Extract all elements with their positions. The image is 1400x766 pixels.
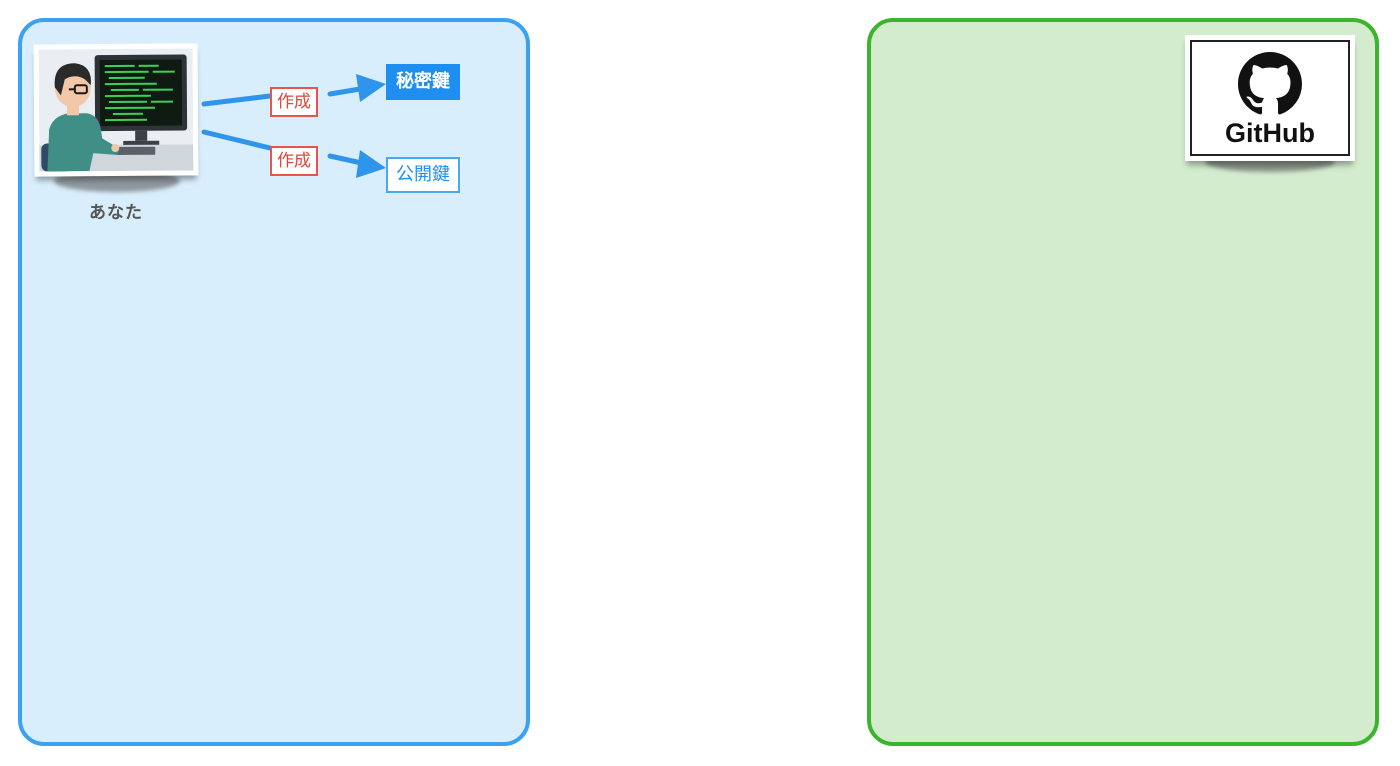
user-at-computer-illustration <box>33 43 199 177</box>
github-logo-card: GitHub <box>1185 35 1355 161</box>
public-key-box: 公開鍵 <box>386 157 460 193</box>
you-label: あなた <box>89 203 143 223</box>
github-octocat-icon <box>1238 52 1302 115</box>
secret-key-box: 秘密鍵 <box>386 64 460 100</box>
create-label-secret: 作成 <box>270 87 318 117</box>
github-wordmark: GitHub <box>1225 118 1315 148</box>
create-label-public: 作成 <box>270 146 318 176</box>
arrow-to-public-key <box>201 129 386 178</box>
arrow-to-secret-key <box>201 74 386 107</box>
